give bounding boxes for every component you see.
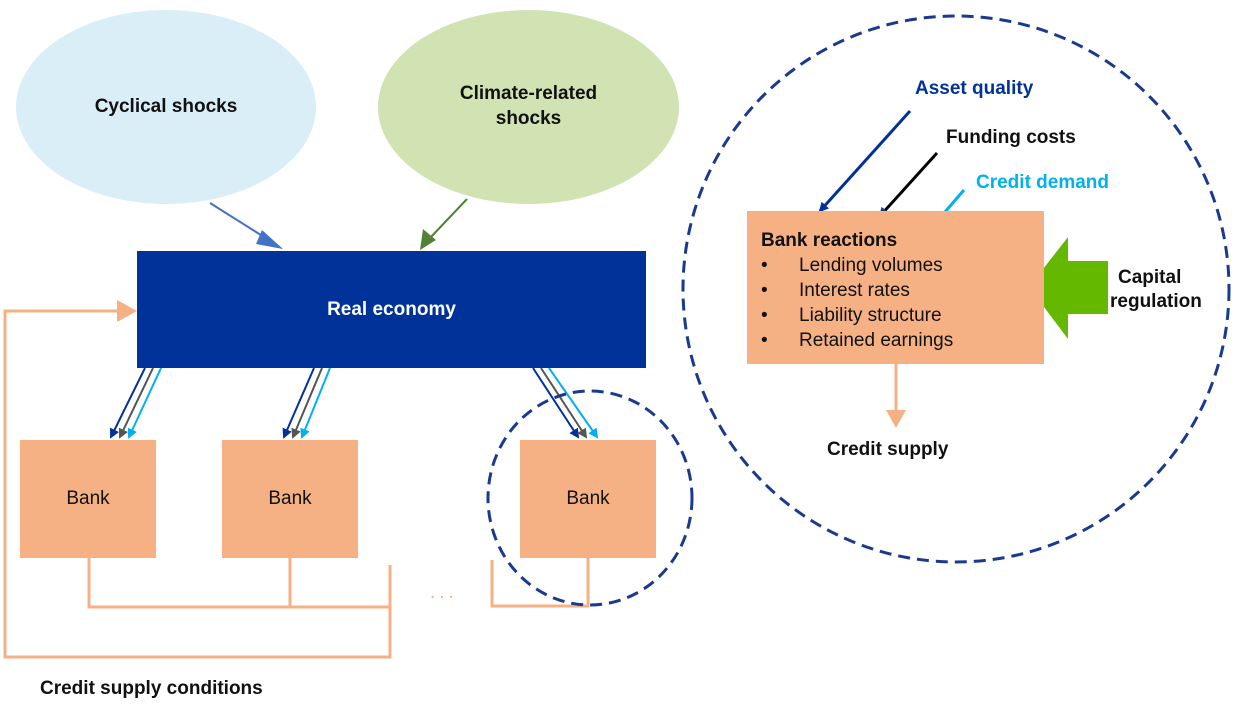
bank-reactions-list: •Lending volumes •Interest rates •Liabil… <box>761 253 1044 353</box>
bank-reactions-box: Bank reactions •Lending volumes •Interes… <box>747 211 1044 364</box>
bank-node-3: Bank <box>520 440 656 558</box>
more-banks-ellipsis: ... <box>430 582 458 603</box>
credit-supply-label: Credit supply <box>827 439 949 460</box>
feedback-loop-arrowhead <box>117 300 137 322</box>
capital-regulation-arrow <box>1029 237 1108 339</box>
bank-reaction-item: •Interest rates <box>761 280 910 301</box>
bank-node-2: Bank <box>222 440 358 558</box>
credit-supply-conditions-label: Credit supply conditions <box>40 678 263 699</box>
bank-1-connector <box>87 558 390 609</box>
bank-1-arrow-gray <box>118 367 154 439</box>
bank-1-arrow-blue <box>110 367 146 439</box>
bank-3-arrow-blue <box>532 367 580 439</box>
capital-regulation-label: Capital regulation <box>1110 266 1202 314</box>
feedback-loop-line <box>3 309 392 659</box>
bank-1-label: Bank <box>66 488 110 509</box>
climate-arrow-line <box>429 198 468 239</box>
real-economy-node: Real economy <box>137 251 646 368</box>
credit-demand-label: Credit demand <box>976 172 1110 193</box>
bank-2-arrow-gray <box>291 367 323 439</box>
climate-arrowhead <box>420 229 436 250</box>
bank-reactions-title: Bank reactions <box>761 230 898 251</box>
bank-2-arrow-cyan <box>300 367 331 439</box>
bank-2-label: Bank <box>268 488 312 509</box>
climate-shocks-node: Climate-related shocks <box>378 10 679 204</box>
cyclical-shocks-node: Cyclical shocks <box>16 10 316 204</box>
climate-shocks-label-line1: Climate-related <box>459 83 598 105</box>
bank-2-arrow-blue <box>282 367 315 439</box>
capital-regulation-line1: Capital <box>1118 267 1182 288</box>
bank-3-label: Bank <box>566 488 610 509</box>
focus-circle-small <box>486 389 694 607</box>
credit-supply-arrowhead <box>886 410 906 428</box>
asset-quality-label: Asset quality <box>915 78 1034 99</box>
bank-3-arrow-cyan <box>548 367 599 439</box>
bank-reaction-item: •Retained earnings <box>761 330 954 351</box>
asset-quality-arrow <box>818 109 912 213</box>
bank-1-arrow-cyan <box>127 367 162 439</box>
funding-costs-arrow <box>878 151 939 218</box>
funding-costs-label: Funding costs <box>946 127 1076 148</box>
capital-regulation-line2: regulation <box>1110 291 1202 312</box>
bank-node-1: Bank <box>20 440 156 558</box>
climate-shocks-label-line2: shocks <box>495 108 562 129</box>
bank-reaction-item: •Lending volumes <box>761 255 943 276</box>
cyclical-arrowhead <box>256 230 283 249</box>
focus-circle-large <box>681 14 1231 564</box>
bank-3-connector <box>490 558 590 608</box>
cyclical-shocks-label: Cyclical shocks <box>94 95 238 117</box>
bank-3-arrow-gray <box>540 367 588 439</box>
real-economy-label: Real economy <box>327 298 456 320</box>
bank-reaction-item: •Liability structure <box>761 305 942 326</box>
